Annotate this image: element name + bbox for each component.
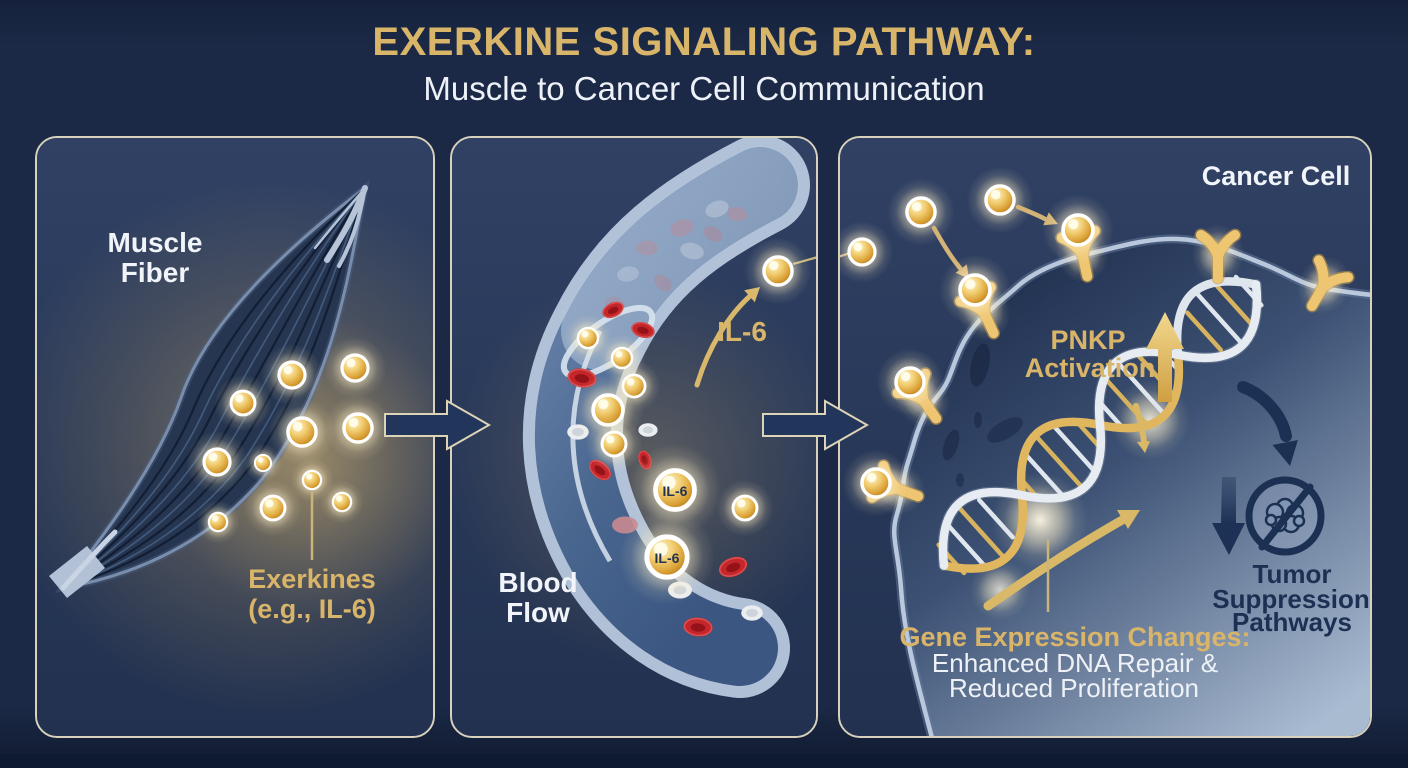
exerkine-sphere-icon — [874, 346, 946, 418]
exerkine-sphere-icon — [322, 392, 394, 464]
tumor-suppression-line3: Pathways — [1232, 607, 1352, 637]
repair-arrow-icon — [983, 403, 1150, 611]
il6-release: IL-6 — [694, 235, 816, 388]
suppression-arrows — [1212, 381, 1298, 555]
exerkine-sphere-icon — [937, 252, 1013, 328]
receptor-icon — [1192, 224, 1244, 284]
muscle-fiber-label-line2: Fiber — [121, 257, 190, 288]
right-arrow-icon — [384, 399, 492, 451]
exerkine-sphere-icon — [840, 447, 912, 519]
exerkine-sphere-icon — [885, 176, 957, 248]
il6-particle-label: IL-6 — [663, 483, 688, 499]
dna-helix-icon — [936, 274, 1264, 576]
cancer-cell-panel: Cancer Cell PNKP Activation Tumor Suppre… — [838, 136, 1372, 738]
cancer-cell-label: Cancer Cell — [1202, 161, 1351, 191]
page-subtitle: Muscle to Cancer Cell Communication — [423, 70, 985, 107]
tumor-suppression-line2: Suppression — [1212, 584, 1369, 614]
exerkine-sphere-icon — [742, 235, 814, 307]
right-arrow-icon — [762, 399, 870, 451]
up-arrow-icon — [1146, 312, 1184, 402]
pnkp-label-line1: PNKP — [1050, 325, 1125, 355]
organelles — [942, 343, 1023, 487]
exerkine-sphere-icon — [1040, 192, 1116, 268]
pnkp-label-line2: Activation — [1025, 353, 1156, 383]
exerkine-sphere-icon — [319, 479, 365, 525]
lumen-cells: IL-6 IL-6 — [562, 298, 775, 639]
il6-particle: IL-6 — [619, 509, 715, 605]
gene-expression-heading: Gene Expression Changes: — [899, 622, 1250, 652]
exerkine-sphere-icon — [322, 335, 388, 401]
exerkine-sphere-icon — [195, 499, 241, 545]
page-title: EXERKINE SIGNALING PATHWAY: — [372, 20, 1036, 64]
il6-particle-label: IL-6 — [655, 550, 680, 566]
tendon-tip-top — [313, 185, 368, 268]
curved-down-arrow-icon — [1237, 381, 1292, 442]
blood-flow-label-line1: Blood — [498, 567, 577, 598]
exerkine-label-line2: (e.g., IL-6) — [248, 594, 376, 624]
muscle-panel: Exerkines (e.g., IL-6) Muscle Fiber — [35, 136, 435, 738]
il6-release-label: IL-6 — [717, 316, 767, 347]
gene-expression-line2: Reduced Proliferation — [949, 673, 1199, 703]
bottom-strip — [0, 754, 1408, 768]
curved-arrow-icon — [1015, 204, 1048, 222]
cell-membrane — [889, 234, 1370, 736]
no-tumor-icon — [1245, 476, 1325, 556]
blood-vessel-panel: IL-6 IL-6 IL-6 Blood Flow — [450, 136, 818, 738]
exerkine-sphere-icon — [213, 373, 273, 433]
white-blood-cell-icon — [638, 423, 658, 437]
curved-arrow-icon — [694, 293, 753, 388]
tendon-tip-bottom — [49, 529, 118, 598]
exerkine-sphere-icon — [184, 429, 250, 495]
blood-vessel-icon: IL-6 IL-6 IL-6 Blood Flow — [452, 138, 816, 736]
exerkine-sphere-icon — [242, 442, 284, 484]
exerkine-sphere-icon — [584, 414, 644, 474]
exerkine-label-line1: Exerkines — [248, 564, 376, 594]
exerkine-sphere-icon — [715, 478, 775, 538]
exerkine-sphere-icon — [964, 164, 1036, 236]
cancer-cell-illustration: Cancer Cell PNKP Activation Tumor Suppre… — [840, 138, 1370, 736]
tumor-suppression-line1: Tumor — [1253, 559, 1332, 589]
muscle-fiber-label-line1: Muscle — [108, 227, 203, 258]
down-arrow-icon — [1212, 477, 1245, 555]
white-blood-cell-icon — [741, 605, 763, 621]
blood-flow-label-line2: Flow — [506, 597, 570, 628]
il6-particle: IL-6 — [629, 444, 722, 537]
gene-expression-line1: Enhanced DNA Repair & — [932, 648, 1218, 678]
muscle-fiber-icon: Exerkines (e.g., IL-6) Muscle Fiber — [37, 138, 433, 736]
exerkine-sphere-icon — [243, 478, 303, 538]
